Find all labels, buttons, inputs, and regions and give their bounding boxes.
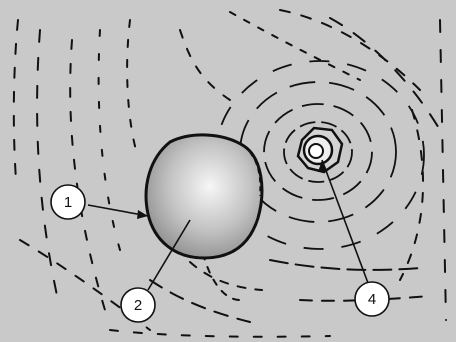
callout-1-circle [50,184,86,220]
leader-line-4 [321,159,369,284]
callout-1: 1 [50,184,86,220]
bolt-head [296,126,344,174]
callout-1-label: 1 [64,194,72,211]
round-cap [144,133,264,260]
bolt-center [308,143,324,159]
leader-arrow-4 [318,160,327,172]
leader-line-2 [147,219,191,291]
callout-4-circle [354,281,390,317]
callout-4: 4 [354,281,390,317]
callout-2-circle [120,287,156,323]
callout-2-label: 2 [134,297,142,314]
callout-2: 2 [120,287,156,323]
callout-4-label: 4 [368,291,376,308]
leader-arrow-1 [137,210,148,219]
leader-lines [87,159,369,291]
